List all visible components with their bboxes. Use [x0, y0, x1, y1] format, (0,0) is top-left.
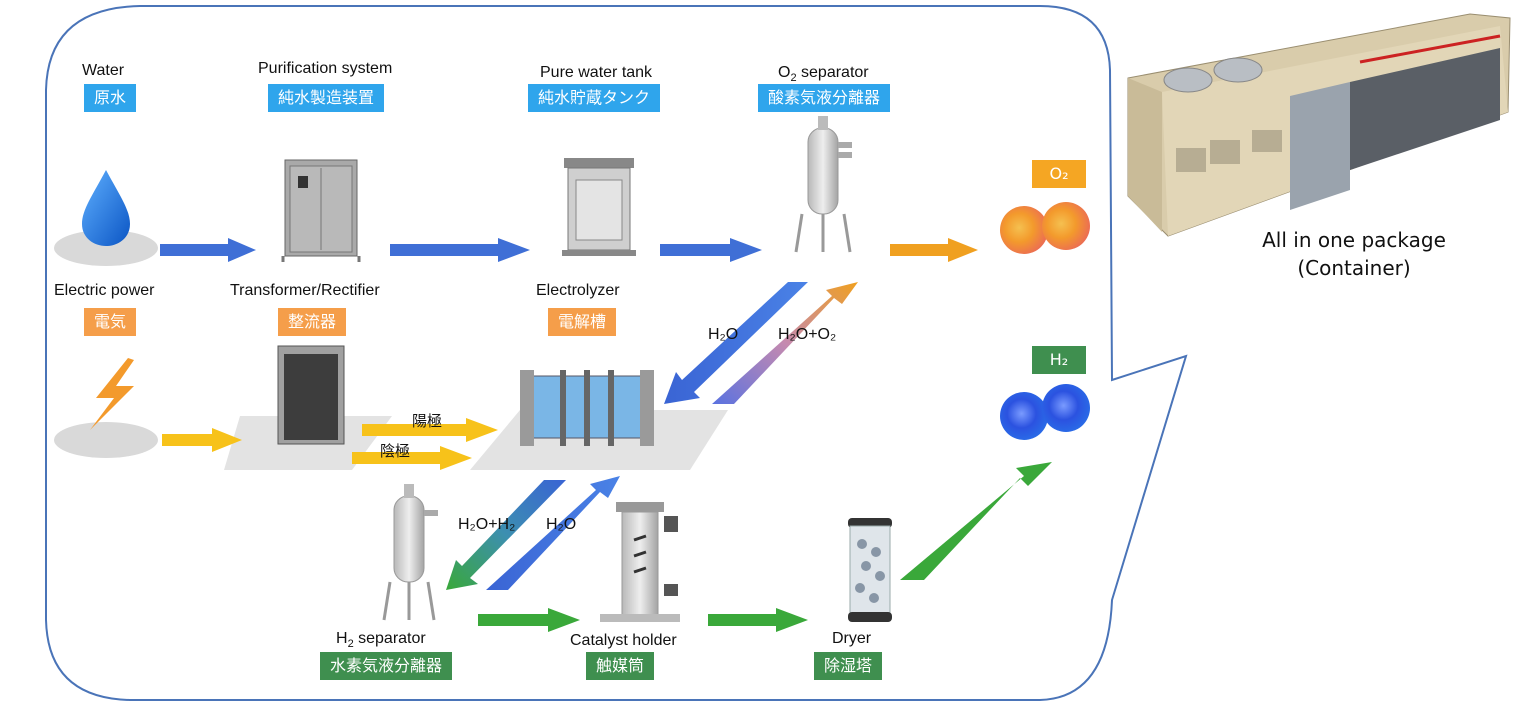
h2o-h2-flow-label: H₂O+H₂ — [458, 516, 516, 533]
flow-arrow-o2sep-to-o2 — [890, 238, 978, 262]
flow-arrow-anode — [362, 418, 498, 442]
o2-molecule-icon — [1000, 202, 1090, 254]
h2-separator-vessel-icon — [382, 484, 438, 621]
package-caption-line1: All in one package — [1262, 228, 1446, 252]
o2-separator-badge: 酸素気液分離器 — [758, 84, 891, 112]
h2-separator-label: H2 separator — [336, 630, 426, 650]
flow-arrow-water-to-purification — [160, 238, 256, 262]
dryer-label: Dryer — [832, 630, 872, 647]
h2o-up-flow-label: H₂O — [708, 326, 739, 343]
h2-separator-label-rest: separator — [353, 630, 426, 647]
electrolyzer-stack-icon — [470, 370, 728, 470]
flow-arrow-h2o-down-to-electrolyzer — [664, 282, 808, 404]
flow-arrow-dryer-to-h2 — [900, 462, 1052, 580]
lightning-icon — [54, 358, 158, 458]
pure-water-tank-icon — [562, 158, 636, 256]
dryer-cylinder-icon — [848, 518, 892, 622]
water-badge: 原水 — [84, 84, 137, 112]
electrolyzer-label: Electrolyzer — [536, 282, 620, 299]
purification-label: Purification system — [258, 60, 393, 77]
water-label: Water — [82, 62, 125, 79]
transformer-label: Transformer/Rectifier — [230, 282, 380, 299]
flow-arrow-catalyst-to-dryer — [708, 608, 808, 632]
electric-badge: 電気 — [84, 308, 137, 336]
pure-tank-badge: 純水貯蔵タンク — [528, 84, 661, 112]
flow-arrow-tank-to-o2sep — [660, 238, 762, 262]
water-drop-icon — [54, 170, 158, 266]
flow-arrow-power-to-rectifier — [162, 428, 242, 452]
h2-separator-badge: 水素気液分離器 — [320, 652, 453, 680]
o2-output-badge: O₂ — [1032, 160, 1086, 188]
o2-separator-label: O2 separator — [778, 64, 869, 84]
dryer-badge: 除湿塔 — [814, 652, 883, 680]
o2-separator-vessel-icon — [794, 116, 852, 253]
flow-arrow-h2sep-to-catalyst — [478, 608, 580, 632]
rectifier-cabinet-icon — [224, 345, 392, 470]
h2-separator-label-sub: 2 — [347, 638, 354, 651]
o2-separator-label-sub: 2 — [790, 72, 797, 85]
container-package-illustration — [1127, 13, 1511, 237]
electrolyzer-badge: 電解槽 — [548, 308, 617, 336]
purification-badge: 純水製造装置 — [268, 84, 385, 112]
transformer-badge: 整流器 — [278, 308, 347, 336]
pure-tank-label: Pure water tank — [540, 64, 653, 81]
flow-arrow-h2o-o2-up — [712, 282, 858, 404]
o2-separator-label-rest: separator — [796, 64, 869, 81]
flow-arrow-purification-to-tank — [390, 238, 530, 262]
purification-cabinet-icon — [281, 159, 361, 262]
h2o-down-flow-label: H₂O — [546, 516, 577, 533]
flow-arrow-cathode — [352, 446, 472, 470]
flow-arrow-h2o-h2-down — [446, 480, 566, 590]
catalyst-holder-icon — [600, 502, 680, 622]
h2-separator-label-main: H — [336, 630, 348, 647]
o2-separator-label-main: O — [778, 64, 791, 81]
anode-flow-label: 陽極 — [412, 412, 443, 430]
package-caption-line2: (Container) — [1297, 256, 1411, 280]
catalyst-badge: 触媒筒 — [586, 652, 655, 680]
h2-output-badge: H₂ — [1032, 346, 1086, 374]
package-caption: All in one package (Container) — [1234, 226, 1474, 282]
cathode-flow-label: 陰極 — [380, 442, 411, 460]
catalyst-label: Catalyst holder — [570, 632, 677, 649]
h2-molecule-icon — [1000, 384, 1090, 440]
flow-arrow-h2o-up-to-electrolyzer — [486, 476, 620, 590]
h2o-o2-flow-label: H₂O+O₂ — [778, 326, 837, 343]
electric-label: Electric power — [54, 282, 155, 299]
